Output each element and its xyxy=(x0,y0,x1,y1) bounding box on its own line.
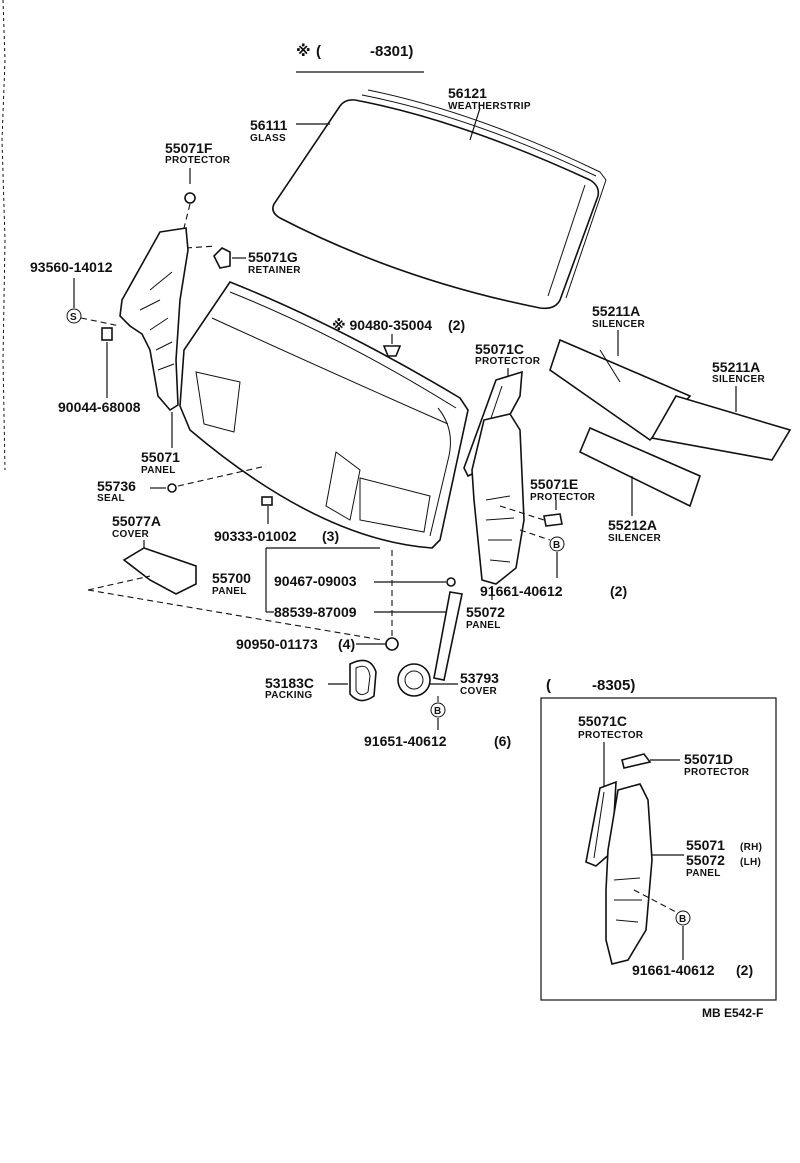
part-num-55077A: 55077A xyxy=(112,513,161,529)
header-range: ※ ( -8301) xyxy=(296,42,424,73)
diagram-code: MB E542-F xyxy=(702,1006,763,1020)
inset-open: ( xyxy=(546,677,551,694)
b-symbol-3 xyxy=(675,910,691,926)
b-symbol-text-1: B xyxy=(553,540,561,551)
inset-num-55071D: 55071D xyxy=(684,751,733,767)
part-name-55072: PANEL xyxy=(466,620,501,631)
part-num-55072: 55072 xyxy=(466,604,505,620)
grommet-90950 xyxy=(385,637,399,651)
inset-variant: ( -8305) 55071C PROTECTOR 55071D PROTECT… xyxy=(540,677,777,1001)
cover-53793 xyxy=(397,663,431,697)
part-name-53793: COVER xyxy=(460,686,498,697)
part-num-55071: 55071 xyxy=(141,449,180,465)
part-num-55212A: 55212A xyxy=(608,517,657,533)
part-name-55212A: SILENCER xyxy=(608,533,661,544)
part-num-55700: 55700 xyxy=(212,570,251,586)
part-num-56121: 56121 xyxy=(448,85,487,101)
part-num-90467: 90467-09003 xyxy=(274,573,357,589)
part-name-55071E: PROTECTOR xyxy=(530,492,596,503)
b-symbol-text-3: B xyxy=(679,914,687,925)
back-door-panel-55700 xyxy=(179,281,469,549)
part-qty-91651: (6) xyxy=(494,733,511,749)
part-num-88539: 88539-87009 xyxy=(274,604,357,620)
part-name-55211A-1: SILENCER xyxy=(592,319,645,330)
part-num-90950: 90950-01173 xyxy=(236,636,318,652)
part-qty-90333: (3) xyxy=(322,528,339,544)
clip-90467 xyxy=(446,577,456,587)
inset-qty-91661: (2) xyxy=(736,962,753,978)
clip-90044 xyxy=(101,327,113,341)
cover-55077A xyxy=(122,547,197,595)
part-num-53793: 53793 xyxy=(460,670,499,686)
protector-55071E xyxy=(543,513,563,527)
part-qty-90480: (2) xyxy=(448,317,465,333)
part-name-55077A: COVER xyxy=(112,529,150,540)
part-num-55736: 55736 xyxy=(97,478,136,494)
leader-56121 xyxy=(469,107,481,141)
inset-side-55072: (LH) xyxy=(740,857,761,868)
inset-name-55071D: PROTECTOR xyxy=(684,767,750,778)
plug-90333 xyxy=(261,496,273,506)
part-name-55071F: PROTECTOR xyxy=(165,155,231,166)
b-symbol-1 xyxy=(549,536,565,552)
part-num-90480: ※ 90480-35004 xyxy=(332,317,432,333)
header-end: -8301) xyxy=(370,43,413,60)
part-qty-91661-a: (2) xyxy=(610,583,627,599)
part-name-56121: WEATHERSTRIP xyxy=(448,101,531,112)
inset-name-55072: PANEL xyxy=(686,868,721,879)
clip-90480 xyxy=(382,345,402,357)
s-symbol-text: S xyxy=(70,312,77,323)
left-panel-55071 xyxy=(119,227,189,412)
inset-side-55071: (RH) xyxy=(740,842,762,853)
part-num-55211A-2: 55211A xyxy=(712,359,760,375)
seal-55736 xyxy=(167,483,177,493)
inset-num-55071C: 55071C xyxy=(578,713,627,729)
part-num-55071G: 55071G xyxy=(248,249,298,265)
part-name-53183C: PACKING xyxy=(265,690,312,701)
part-name-55736: SEAL xyxy=(97,493,125,504)
b-symbol-2 xyxy=(430,702,446,718)
s-symbol-1 xyxy=(66,308,82,324)
inset-panel-55071-55072 xyxy=(605,783,653,965)
inset-num-55071: 55071 xyxy=(686,837,725,853)
part-num-91651: 91651-40612 xyxy=(364,733,447,749)
scan-edge xyxy=(1,0,6,471)
part-name-55071G: RETAINER xyxy=(248,265,301,276)
inset-name-55071C: PROTECTOR xyxy=(578,730,644,741)
header-open: ( xyxy=(316,43,321,60)
part-num-55071C: 55071C xyxy=(475,341,524,357)
part-name-55071C: PROTECTOR xyxy=(475,356,541,367)
b-symbol-text-2: B xyxy=(434,706,442,717)
inset-num-55072: 55072 xyxy=(686,852,725,868)
part-qty-90950: (4) xyxy=(338,636,355,652)
part-name-55211A-2: SILENCER xyxy=(712,374,765,385)
part-num-93560: 93560-14012 xyxy=(30,259,113,275)
inset-protector-55071D xyxy=(621,753,652,769)
part-name-56111: GLASS xyxy=(250,133,286,144)
part-num-55071F: 55071F xyxy=(165,140,213,156)
silencer-55211A-2 xyxy=(650,395,792,461)
part-num-91661-a: 91661-40612 xyxy=(480,583,563,599)
part-num-55211A-1: 55211A xyxy=(592,303,640,319)
part-num-53183C: 53183C xyxy=(265,675,314,691)
part-num-90044: 90044-68008 xyxy=(58,399,141,415)
part-name-55700: PANEL xyxy=(212,586,247,597)
protector-clip-55071F xyxy=(184,192,196,204)
retainer-55071G xyxy=(213,247,231,269)
header-symbol: ※ xyxy=(296,42,311,60)
right-panel-55072 xyxy=(471,413,525,585)
part-name-55071: PANEL xyxy=(141,465,176,476)
back-glass xyxy=(272,89,607,310)
silencer-55212A xyxy=(578,426,701,508)
part-num-56111: 56111 xyxy=(250,117,288,133)
part-num-55071E: 55071E xyxy=(530,476,578,492)
inset-num-91661: 91661-40612 xyxy=(632,962,715,978)
silencer-55211A-1 xyxy=(549,338,692,442)
hose-88539 xyxy=(433,591,463,681)
part-num-90333: 90333-01002 xyxy=(214,528,297,544)
inset-end: -8305) xyxy=(592,677,635,694)
